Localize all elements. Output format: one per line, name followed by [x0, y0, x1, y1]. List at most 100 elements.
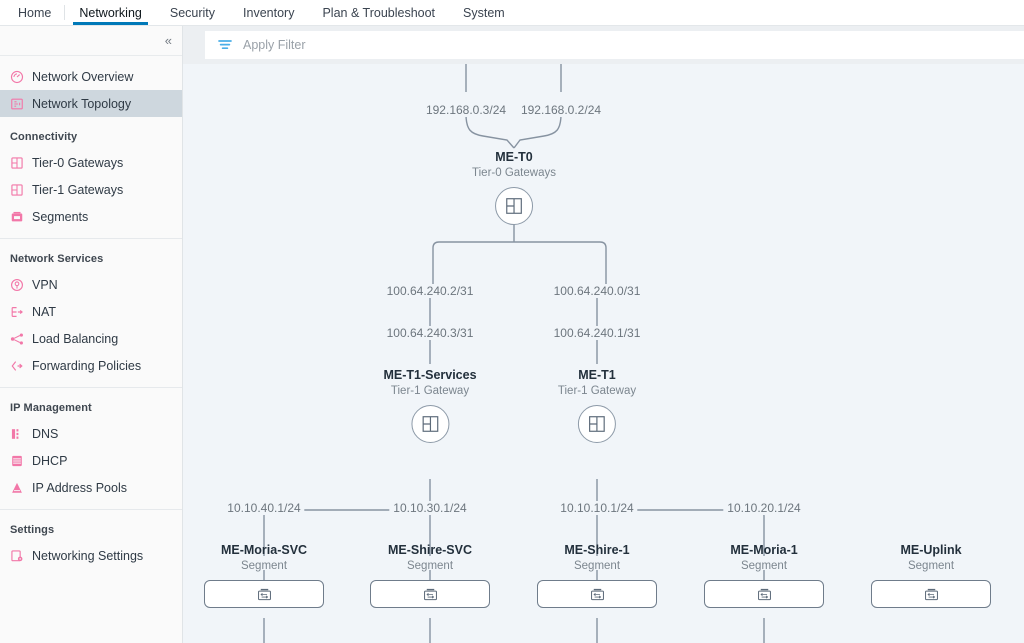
node-subtitle: Tier-1 Gateway — [390, 385, 470, 397]
chevron-double-left-icon: « — [164, 33, 172, 48]
app-shell: « Network Overview Network Topology Conn… — [0, 26, 1024, 643]
segment-ip-label: 10.10.10.1/24 — [556, 501, 638, 515]
segment-node-icon[interactable] — [537, 580, 657, 608]
topnav-item-inventory[interactable]: Inventory — [243, 5, 295, 20]
sidebar-item-label: IP Address Pools — [32, 480, 127, 495]
topology-node-me-moria-1[interactable]: ME-Moria-1 Segment — [704, 543, 824, 608]
topnav-item-home[interactable]: Home — [4, 0, 66, 25]
sidebar-item-forwarding-policies[interactable]: Forwarding Policies — [0, 352, 182, 379]
sidebar-item-label: VPN — [32, 277, 58, 292]
topnav-item-system[interactable]: System — [463, 5, 505, 20]
sidebar-item-label: DHCP — [32, 453, 68, 468]
forwarding-icon — [10, 359, 24, 373]
filter-bar: Apply Filter — [183, 26, 1024, 64]
node-title: ME-T1 — [578, 368, 616, 382]
node-title: ME-Uplink — [900, 543, 962, 557]
node-title: ME-T1-Services — [383, 368, 477, 382]
topnav-item-security[interactable]: Security — [169, 5, 216, 20]
sidebar-item-tier-1-gateways[interactable]: Tier-1 Gateways — [0, 176, 182, 203]
sidebar-item-label: Networking Settings — [32, 548, 144, 563]
sidebar-item-segments[interactable]: Segments — [0, 203, 182, 230]
sidebar-group-title-settings: Settings — [10, 524, 55, 536]
sidebar-item-label: Tier-0 Gateways — [32, 155, 124, 170]
sidebar-collapse-button[interactable]: « — [0, 26, 182, 56]
sidebar-item-label: Tier-1 Gateways — [32, 182, 124, 197]
tier0-gateway-icon[interactable] — [495, 187, 533, 225]
sidebar-item-load-balancing[interactable]: Load Balancing — [0, 325, 182, 352]
segment-node-icon[interactable] — [370, 580, 490, 608]
topology-node-me-t0[interactable]: ME-T0 Tier-0 Gateways — [472, 150, 556, 225]
topnav-item-plan-troubleshoot[interactable]: Plan & Troubleshoot — [322, 5, 436, 20]
sidebar-item-label: Load Balancing — [32, 331, 119, 346]
sidebar-item-label: Segments — [32, 209, 89, 224]
load-balancer-icon — [10, 332, 24, 346]
sidebar-group-title-network-services: Network Services — [10, 253, 104, 265]
vpn-icon — [10, 278, 24, 292]
top-navigation-bar: Home Networking Security Inventory Plan … — [0, 0, 1024, 26]
sidebar-item-network-topology[interactable]: Network Topology — [0, 90, 182, 117]
sidebar-item-label: NAT — [32, 304, 57, 319]
topology-node-me-t1[interactable]: ME-T1 Tier-1 Gateway — [558, 368, 636, 443]
topology-icon — [10, 97, 24, 111]
node-title: ME-Moria-SVC — [220, 543, 308, 557]
topology-node-me-shire-1[interactable]: ME-Shire-1 Segment — [537, 543, 657, 608]
apply-filter-input[interactable]: Apply Filter — [205, 31, 1024, 59]
sidebar-item-ip-address-pools[interactable]: IP Address Pools — [0, 474, 182, 501]
node-subtitle: Segment — [573, 560, 621, 572]
topnav-item-networking[interactable]: Networking — [65, 0, 156, 25]
node-title: ME-Shire-1 — [564, 543, 630, 557]
sidebar-item-label: Network Topology — [32, 96, 132, 111]
segment-node-icon[interactable] — [871, 580, 991, 608]
topology-node-me-shire-svc[interactable]: ME-Shire-SVC Segment — [370, 543, 490, 608]
sidebar-item-dns[interactable]: DNS — [0, 420, 182, 447]
segment-node-icon[interactable] — [704, 580, 824, 608]
sidebar-item-network-overview[interactable]: Network Overview — [0, 63, 182, 90]
link-ip-label: 100.64.240.3/31 — [382, 326, 478, 340]
uplink-ip-label: 192.168.0.2/24 — [516, 103, 606, 117]
topology-node-me-uplink[interactable]: ME-Uplink Segment — [871, 543, 991, 608]
link-ip-label: 100.64.240.2/31 — [382, 284, 478, 298]
uplink-ip-label: 192.168.0.3/24 — [421, 103, 511, 117]
sidebar-item-nat[interactable]: NAT — [0, 298, 182, 325]
tier1-gateway-icon[interactable] — [410, 405, 449, 443]
sidebar-group-title-connectivity: Connectivity — [10, 131, 78, 143]
link-ip-label: 100.64.240.1/31 — [549, 326, 645, 340]
node-subtitle: Segment — [740, 560, 788, 572]
settings-icon — [10, 549, 24, 563]
sidebar-divider — [0, 509, 182, 510]
node-title: ME-Moria-1 — [730, 543, 798, 557]
dashboard-icon — [10, 70, 24, 84]
nat-icon — [10, 305, 24, 319]
gateway-icon — [10, 183, 24, 197]
sidebar: « Network Overview Network Topology Conn… — [0, 26, 183, 643]
nav-top-spacer — [0, 56, 182, 63]
topology-node-me-moria-svc[interactable]: ME-Moria-SVC Segment — [204, 543, 324, 608]
segment-node-icon[interactable] — [204, 580, 324, 608]
link-ip-label: 100.64.240.0/31 — [549, 284, 645, 298]
sidebar-divider — [0, 238, 182, 239]
sidebar-group-title-ip-management: IP Management — [10, 402, 92, 414]
sidebar-item-vpn[interactable]: VPN — [0, 271, 182, 298]
node-title: ME-T0 — [495, 150, 533, 164]
gateway-icon — [10, 156, 24, 170]
sidebar-item-tier-0-gateways[interactable]: Tier-0 Gateways — [0, 149, 182, 176]
main-content: Apply Filter — [183, 26, 1024, 643]
dns-icon — [10, 427, 24, 441]
segment-icon — [10, 210, 24, 224]
sidebar-item-label: DNS — [32, 426, 59, 441]
node-title: ME-Shire-SVC — [387, 543, 473, 557]
sidebar-item-label: Forwarding Policies — [32, 358, 142, 373]
tier1-gateway-icon[interactable] — [578, 405, 616, 443]
topology-canvas[interactable]: 192.168.0.3/24 192.168.0.2/24 ME-T0 Tier… — [183, 64, 1024, 643]
sidebar-item-dhcp[interactable]: DHCP — [0, 447, 182, 474]
node-subtitle: Tier-1 Gateway — [557, 385, 637, 397]
topology-node-me-t1-services[interactable]: ME-T1-Services Tier-1 Gateway — [383, 368, 477, 443]
dhcp-icon — [10, 454, 24, 468]
sidebar-divider — [0, 387, 182, 388]
filter-icon[interactable] — [217, 37, 233, 53]
segment-ip-label: 10.10.20.1/24 — [723, 501, 805, 515]
filter-placeholder-text: Apply Filter — [243, 38, 306, 52]
node-subtitle: Segment — [907, 560, 955, 572]
node-subtitle: Tier-0 Gateways — [472, 167, 556, 179]
sidebar-item-networking-settings[interactable]: Networking Settings — [0, 542, 182, 569]
